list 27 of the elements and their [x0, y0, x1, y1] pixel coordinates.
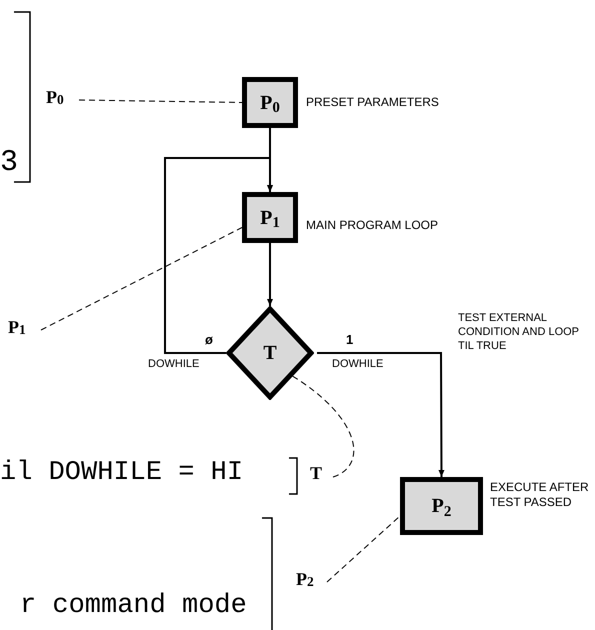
code-text: 3 — [0, 148, 18, 178]
annotation-text: MAIN PROGRAM LOOP — [306, 218, 440, 233]
callout-label: T — [310, 464, 322, 482]
branch-label: DOWHILE — [332, 359, 384, 370]
leader-line — [40, 227, 242, 330]
node-label: P$_{2}$ — [432, 496, 452, 516]
arrow — [164, 157, 273, 354]
annotation-text: EXECUTE AFTER TEST PASSED — [490, 480, 590, 510]
code-text: r command mode — [20, 593, 247, 620]
annotation-text: PRESET PARAMETERS — [306, 95, 440, 110]
leader-line — [326, 516, 400, 582]
code-text: il DOWHILE = HI — [0, 460, 244, 487]
node-label: T — [263, 343, 277, 363]
node-label: P$_{0}$ — [260, 92, 280, 112]
callout-label: P$_{1}$ — [8, 318, 26, 336]
process-box — [400, 477, 483, 535]
callout-label: P$_{0}$ — [46, 88, 64, 106]
arrow — [317, 352, 444, 477]
node-label: P$_{1}$ — [260, 208, 280, 228]
arrow — [267, 243, 273, 306]
callout-label: P$_{2}$ — [296, 570, 314, 588]
decision-diamond — [226, 306, 314, 400]
branch-label: DOWHILE — [148, 359, 200, 370]
annotation-text: TEST EXTERNAL CONDITION AND LOOP TIL TRUE — [458, 312, 580, 354]
leader-line — [78, 100, 242, 103]
process-box — [242, 192, 298, 243]
process-box — [242, 77, 298, 128]
